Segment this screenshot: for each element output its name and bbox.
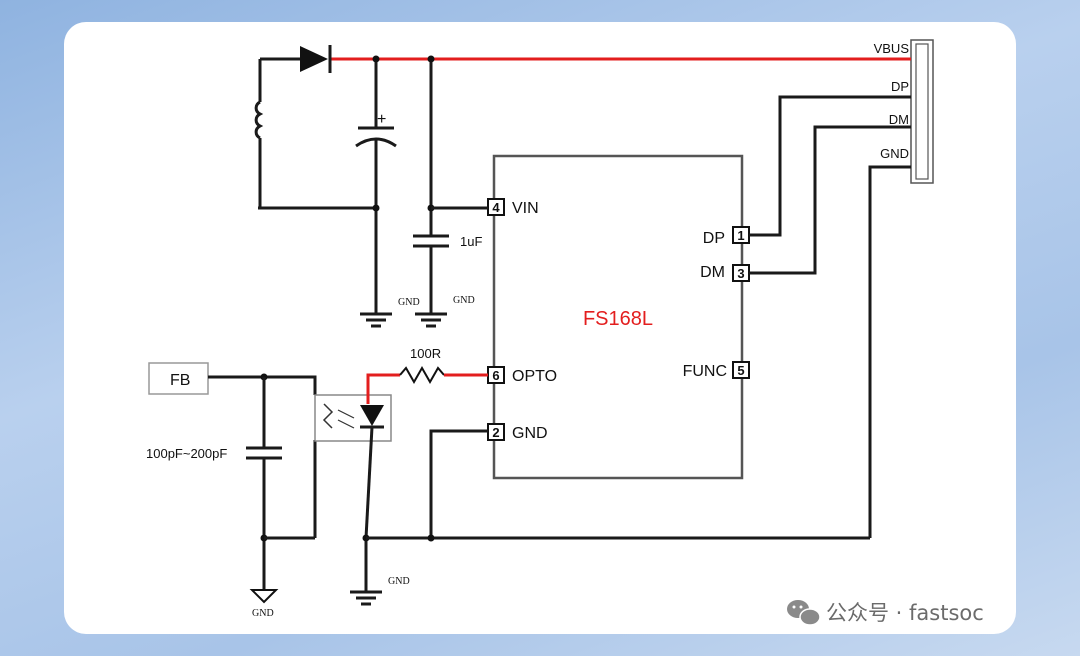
transformer-winding: [254, 59, 376, 210]
ic-gnd-wire: [429, 429, 488, 538]
rectifier-diode: [260, 45, 332, 73]
svg-text:OPTO: OPTO: [512, 368, 557, 385]
svg-text:1: 1: [737, 228, 744, 243]
svg-text:GND: GND: [398, 297, 420, 308]
watermark: 公众号 · fastsoc: [787, 600, 984, 626]
ground-symbol: GND: [360, 297, 420, 328]
gnd-bus-wire: [868, 165, 911, 538]
svg-text:+: +: [377, 111, 386, 128]
pin-dp: 1 DP: [703, 226, 750, 247]
svg-text:3: 3: [737, 266, 744, 281]
fb-wire: [208, 375, 317, 395]
svg-text:VIN: VIN: [512, 200, 539, 217]
fb-node: FB: [148, 362, 209, 395]
wechat-icon: [787, 600, 821, 626]
electrolytic-capacitor: +: [355, 55, 397, 314]
svg-text:DP: DP: [891, 79, 909, 94]
pin-opto: 6 OPTO: [487, 366, 557, 385]
fb-capacitor: 100pF~200pF GND: [146, 377, 317, 619]
pin-dm: 3 DM: [700, 264, 750, 282]
svg-text:VBUS: VBUS: [874, 41, 910, 56]
dp-wire: [749, 95, 911, 237]
svg-text:FB: FB: [170, 372, 190, 389]
svg-text:DM: DM: [700, 264, 725, 281]
pin-func: 5 FUNC: [683, 361, 750, 380]
svg-text:公众号 · fastsoc: 公众号 · fastsoc: [826, 601, 984, 625]
svg-text:GND: GND: [880, 146, 909, 161]
dm-wire: [749, 125, 911, 275]
optocoupler: [314, 394, 392, 442]
ic-name: FS168L: [583, 308, 653, 330]
svg-text:4: 4: [492, 200, 500, 215]
usb-connector: VBUS DP DM GND: [874, 39, 934, 184]
ic-body: [492, 154, 744, 480]
svg-text:GND: GND: [388, 576, 410, 587]
svg-text:DM: DM: [889, 112, 909, 127]
svg-text:2: 2: [492, 425, 499, 440]
svg-text:6: 6: [492, 368, 499, 383]
opto-red-wire: [366, 373, 400, 404]
svg-text:5: 5: [737, 363, 744, 378]
svg-text:GND: GND: [512, 425, 548, 442]
svg-text:100R: 100R: [410, 346, 441, 361]
svg-text:DP: DP: [703, 230, 725, 247]
svg-text:100pF~200pF: 100pF~200pF: [146, 446, 227, 461]
svg-text:GND: GND: [252, 608, 274, 619]
vin-capacitor: 1uF GND: [413, 55, 488, 328]
pin-vin: 4 VIN: [487, 198, 539, 217]
svg-text:FUNC: FUNC: [683, 363, 727, 380]
ground-symbol: GND: [350, 576, 410, 606]
diagram-card: [64, 22, 1016, 634]
svg-text:1uF: 1uF: [460, 234, 482, 249]
resistor-100r: 100R: [399, 346, 488, 385]
svg-text:GND: GND: [453, 295, 475, 306]
pin-gnd: 2 GND: [487, 423, 548, 442]
opto-emitter-wire: [364, 426, 374, 539]
